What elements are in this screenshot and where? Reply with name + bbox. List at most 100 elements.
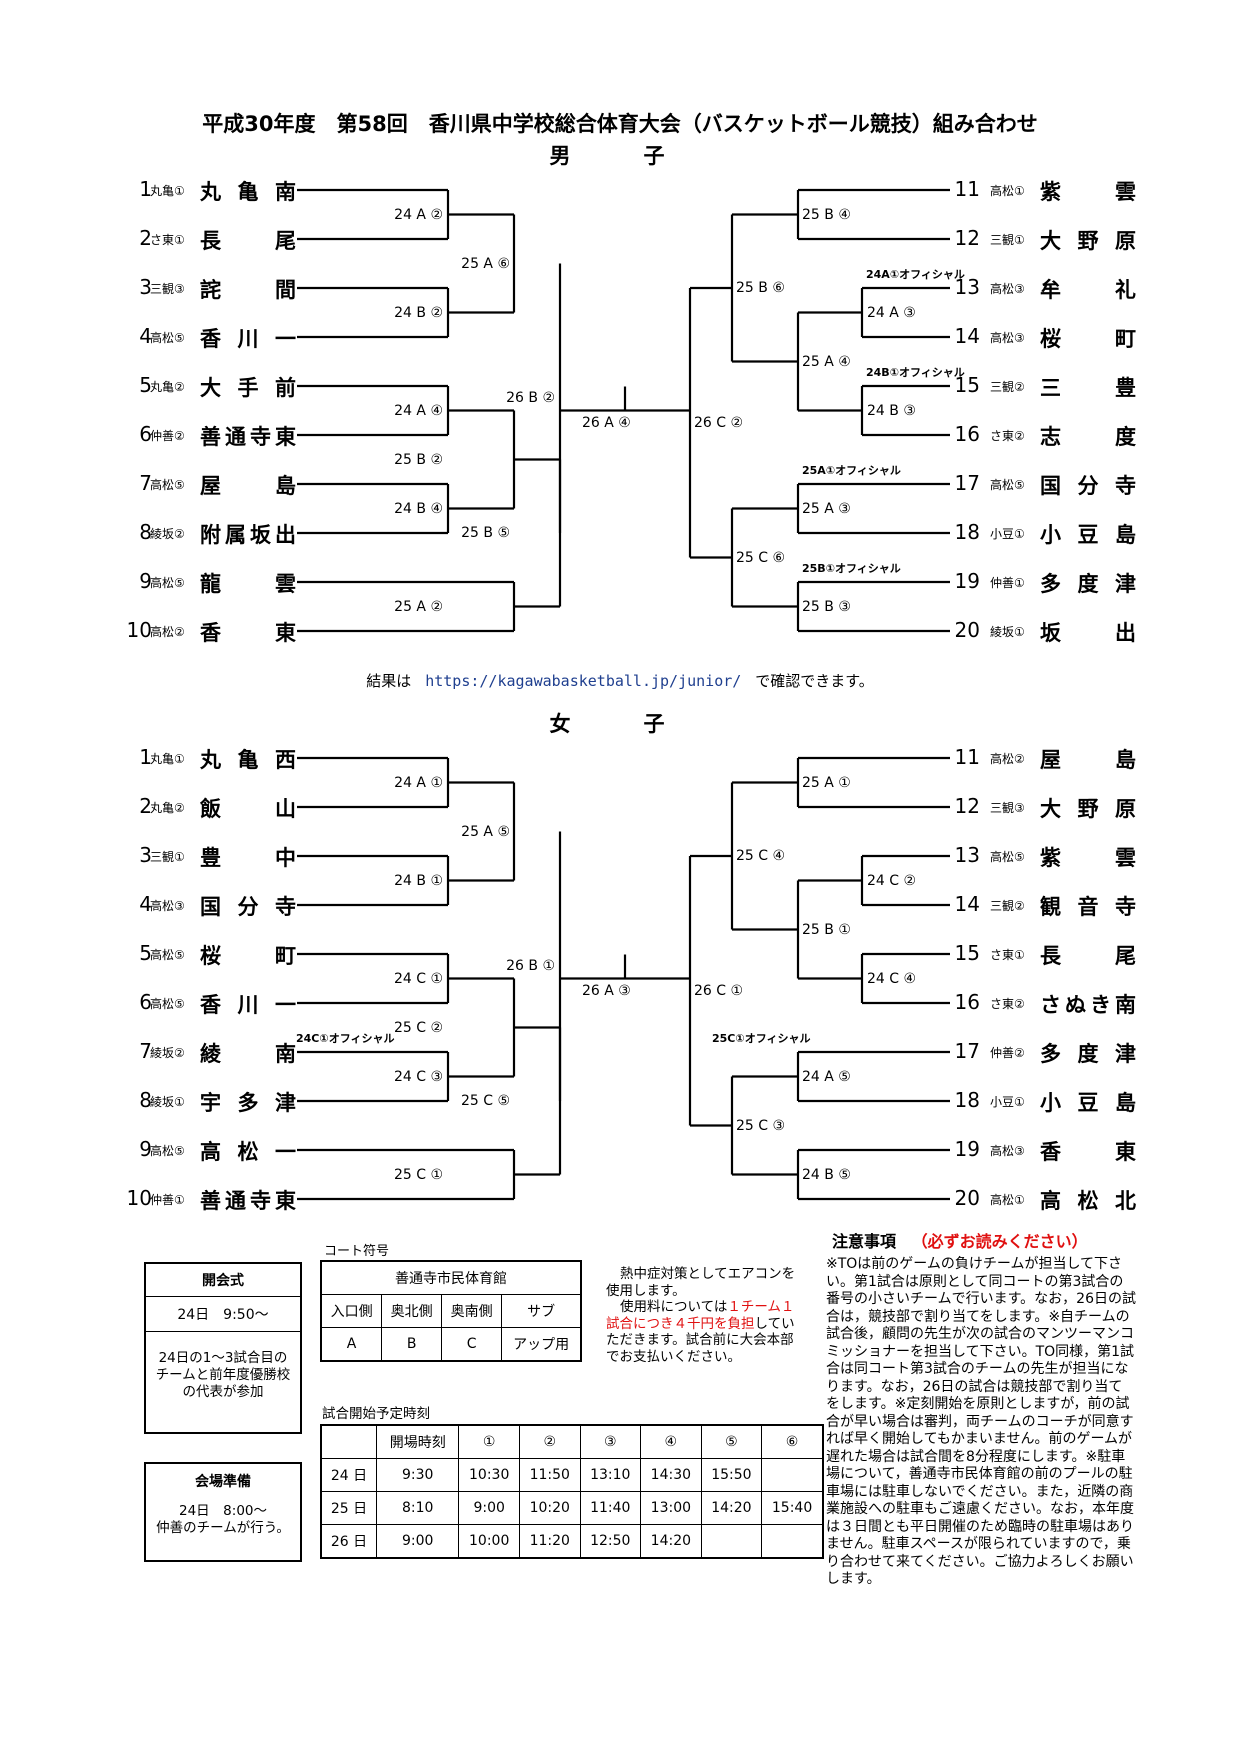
girls-game-label: 26 B ①: [506, 958, 555, 975]
team-name-char: 坂: [1040, 621, 1061, 645]
girls-right-team-qualifier: 三観②: [990, 899, 1025, 913]
team-name-char: 山: [275, 797, 296, 821]
team-name-char: 志: [1040, 425, 1061, 449]
team-name-char: 寺: [1115, 474, 1136, 498]
boys-right-team-number: 20: [954, 618, 980, 642]
team-name-char: 観: [1040, 895, 1061, 919]
team-name-char: 詫: [200, 278, 221, 302]
schedule-time: 11:40: [579, 1491, 642, 1525]
team-name-char: 東: [1115, 1140, 1136, 1164]
boys-official-label: 25B①オフィシャル: [802, 562, 901, 575]
boys-left-team-number: 3: [139, 275, 152, 299]
schedule-header: 開場時刻: [376, 1424, 460, 1459]
team-name-char: 牟: [1040, 278, 1061, 302]
result-url-link[interactable]: https://kagawabasketball.jp/junior/: [425, 672, 742, 690]
boys-left-team-number: 2: [139, 226, 152, 250]
team-name-char: 松: [1077, 1189, 1099, 1213]
team-name-char: 町: [275, 944, 296, 968]
court-code-cell: C: [441, 1327, 503, 1362]
boys-right-team-name: 紫雲: [1040, 176, 1136, 206]
notes-emphasis: （必ずお読みください）: [911, 1232, 1088, 1251]
result-suffix: で確認できます。: [755, 672, 874, 690]
girls-right-team-name: 多度津: [1040, 1038, 1136, 1068]
girls-left-team-name: 丸亀西: [200, 744, 296, 774]
team-name-char: 高: [200, 1140, 221, 1164]
boys-left-team-qualifier: 仲善②: [150, 429, 185, 443]
team-name-char: 亀: [237, 748, 259, 772]
aircon-note: 熱中症対策としてエアコンを使用します。 使用料については１チーム１試合につき４千…: [606, 1266, 796, 1365]
boys-left-team-qualifier: さ東①: [150, 233, 185, 247]
girls-right-team-qualifier: 仲善②: [990, 1046, 1025, 1060]
team-name-char: 町: [1115, 327, 1136, 351]
boys-game-label: 25 B ③: [802, 598, 851, 615]
boys-game-label: 25 B ⑤: [461, 525, 510, 541]
girls-left-team-qualifier: 丸亀①: [150, 752, 185, 766]
schedule-time: 8:10: [376, 1491, 460, 1525]
girls-left-team-qualifier: 綾坂①: [150, 1095, 185, 1109]
boys-game-label: 25 B ②: [394, 451, 443, 468]
boys-left-team-number: 1: [139, 177, 152, 201]
aircon-p2b: していただきます。試合前に大会本部でお支払いください。: [606, 1315, 795, 1365]
girls-right-team-name: 大野原: [1040, 793, 1136, 823]
boys-left-team-qualifier: 丸亀②: [150, 380, 185, 394]
boys-right-team-name: 桜町: [1040, 323, 1136, 353]
girls-game-label: 24 C ③: [393, 1068, 443, 1085]
boys-right-team-qualifier: 高松⑤: [990, 478, 1025, 492]
schedule-day: 25 日: [320, 1491, 378, 1525]
girls-left-team-number: 6: [139, 990, 152, 1014]
team-name-char: 川: [237, 993, 259, 1017]
schedule-time: 12:50: [579, 1524, 642, 1559]
team-name-char: 島: [1115, 748, 1136, 772]
girls-right-team-name: 屋島: [1040, 744, 1136, 774]
team-name-char: 野: [1077, 229, 1099, 253]
boys-right-team-number: 18: [954, 520, 980, 544]
team-name-char: 雲: [1115, 180, 1136, 204]
schedule-time: [761, 1458, 824, 1492]
girls-right-team-qualifier: 高松⑤: [990, 850, 1025, 864]
team-name-char: 寺: [1115, 895, 1136, 919]
boys-left-team-qualifier: 高松⑤: [150, 331, 185, 345]
team-name-char: 手: [237, 376, 259, 400]
team-name-char: 桜: [200, 944, 221, 968]
boys-left-team-qualifier: 高松⑤: [150, 576, 185, 590]
girls-left-team-qualifier: 高松⑤: [150, 948, 185, 962]
boys-game-label: 25 C ⑥: [736, 549, 786, 566]
girls-game-label: 25 C ③: [736, 1117, 786, 1134]
boys-left-team-qualifier: 高松⑤: [150, 478, 185, 492]
boys-right-team-name: 坂出: [1040, 617, 1136, 647]
team-name-char: 松: [237, 1140, 259, 1164]
girls-right-team-number: 17: [954, 1039, 980, 1063]
court-side-header: 入口側: [320, 1294, 383, 1328]
girls-game-label: 24 A ⑤: [802, 1068, 851, 1085]
girls-left-team-number: 2: [139, 794, 152, 818]
team-name-char: 西: [275, 748, 296, 772]
boys-left-team-qualifier: 高松②: [150, 625, 185, 639]
schedule-day: 26 日: [320, 1524, 378, 1559]
team-name-char: 寺: [250, 425, 271, 449]
team-name-char: 龍: [200, 572, 221, 596]
team-name-char: 小: [1040, 523, 1061, 547]
team-name-char: 丸: [200, 180, 221, 204]
venue-prep-box: 会場準備 24日 8:00～ 仲善のチームが行う。: [144, 1462, 302, 1562]
court-code-cell: アップ用: [501, 1327, 582, 1362]
boys-game-label: 26 B ②: [506, 390, 555, 407]
team-name-char: 高: [1040, 1189, 1061, 1213]
boys-right-team-name: 志度: [1040, 421, 1136, 451]
schedule-header: ②: [518, 1424, 581, 1459]
team-name-char: き: [1090, 993, 1111, 1017]
schedule-time: 15:50: [700, 1458, 763, 1492]
boys-game-label: 25 A ⑥: [461, 255, 510, 272]
girls-game-label: 25 C ⑤: [460, 1093, 510, 1109]
team-name-char: 川: [237, 327, 259, 351]
team-name-char: 一: [275, 327, 296, 351]
team-name-char: 分: [237, 895, 259, 919]
court-side-header: 奥南側: [441, 1294, 503, 1328]
schedule-time: 14:20: [700, 1491, 763, 1525]
boys-game-label: 25 B ④: [802, 206, 851, 223]
boys-right-team-qualifier: 三観②: [990, 380, 1025, 394]
girls-game-label: 24 B ①: [394, 872, 443, 889]
team-name-char: 大: [1040, 797, 1061, 821]
boys-right-team-number: 12: [954, 226, 980, 250]
team-name-char: 屋: [1040, 748, 1061, 772]
